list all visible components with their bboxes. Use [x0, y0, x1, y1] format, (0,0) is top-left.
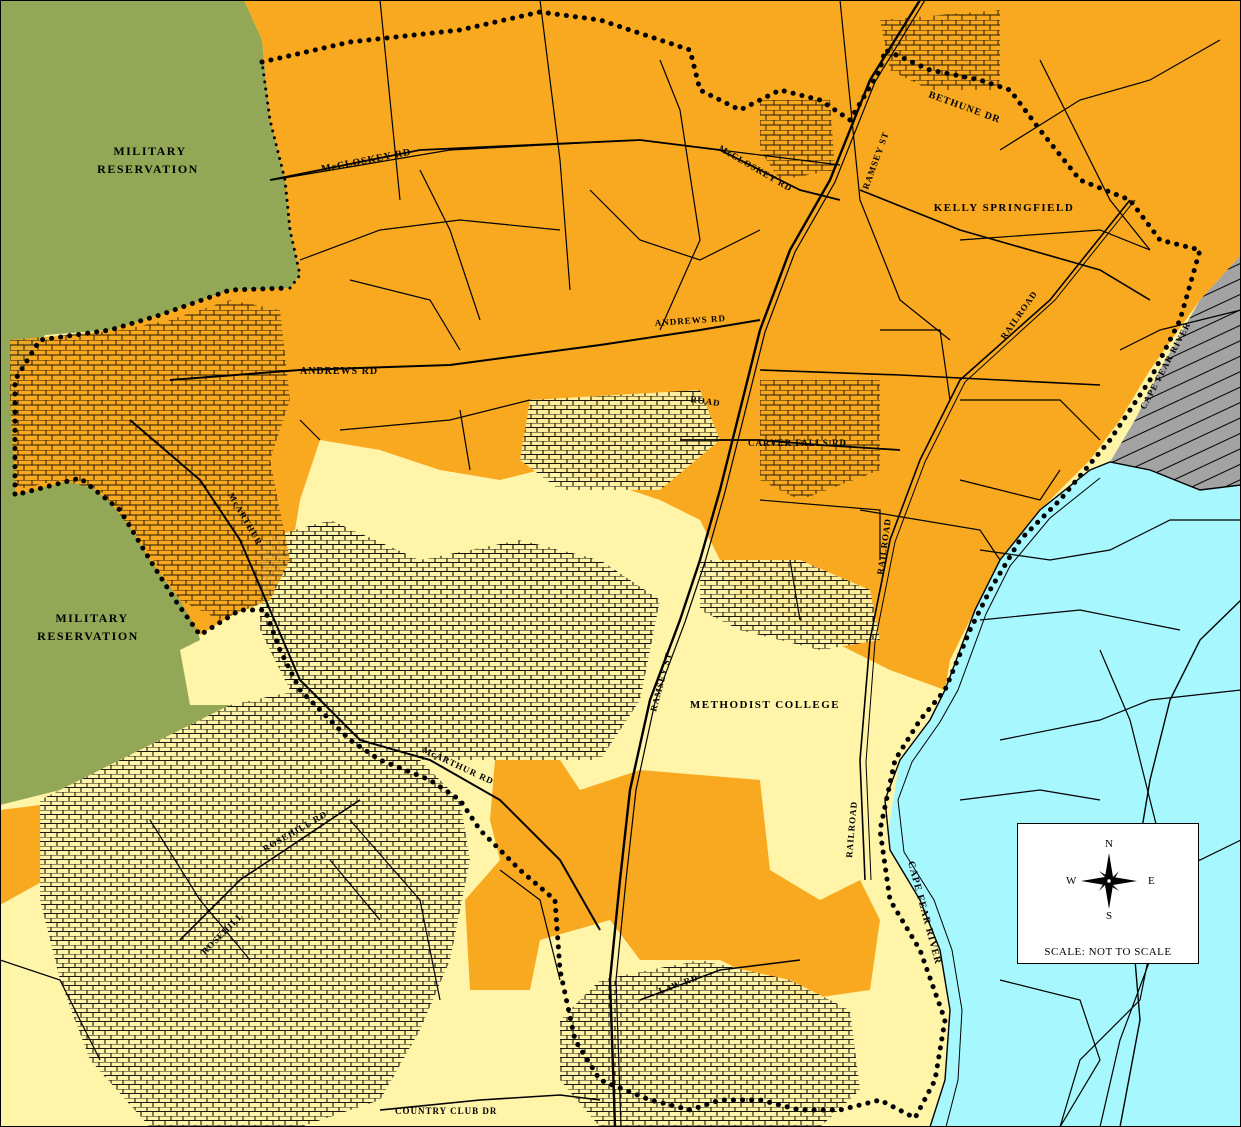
dense-parcels-northeast: [880, 10, 1000, 90]
river-road-line: [1119, 599, 1241, 1127]
compass-east: E: [1148, 875, 1155, 887]
label-country-club-dr: COUNTRY CLUB DR: [395, 1106, 497, 1116]
military-boundary-dotted: [260, 60, 302, 290]
dense-parcels-west: [10, 300, 290, 620]
cape-fear-river-outline: [884, 461, 1241, 1127]
mccloskey-rd-line: [269, 139, 841, 201]
dense-parcels-east: [700, 560, 880, 650]
military-reservation-area: [0, 0, 300, 805]
scale-note: SCALE: NOT TO SCALE: [1044, 946, 1172, 958]
industrial-area: [1110, 255, 1241, 490]
law-rd-line: [639, 959, 801, 1001]
compass-west: W: [1066, 875, 1077, 887]
label-railroad-3: RAILROAD: [844, 801, 859, 859]
dense-parcels-southwest: [40, 690, 470, 1127]
label-military-1: MILITARY: [113, 144, 186, 158]
road-network: [129, 0, 1241, 1127]
label-methodist-college: METHODIST COLLEGE: [690, 699, 840, 711]
study-area-west-edge: [0, 805, 45, 905]
label-kelly-springfield: KELLY SPRINGFIELD: [934, 202, 1075, 214]
cape-fear-river-outline-2: [897, 477, 1101, 1127]
study-area-north: [15, 0, 1241, 690]
ramsey-st-line-2: [615, 0, 926, 1127]
railroad-line: [859, 199, 1131, 881]
mcarthur-rd-line: [129, 419, 601, 931]
label-military-1b: RESERVATION: [97, 162, 199, 176]
dense-parcels-carver: [760, 380, 880, 500]
ramsey-st-line: [608, 0, 922, 1127]
study-area-south: [465, 760, 880, 1000]
label-military-2: MILITARY: [55, 611, 128, 625]
label-road: ROAD: [690, 394, 722, 408]
bethune-dr-line: [859, 189, 1151, 301]
dense-parcels-southeast: [560, 960, 860, 1127]
dense-parcels-central: [260, 520, 660, 760]
andrews-rd-line: [169, 319, 761, 381]
label-military-2b: RESERVATION: [37, 629, 139, 643]
study-area-boundary: [12, 9, 1204, 1122]
label-andrews-rd-2: ANDREWS RD: [654, 313, 726, 328]
label-carver-falls-rd: CARVER FALLS RD: [748, 438, 847, 448]
rosehill-line: [179, 799, 361, 941]
compass-south: S: [1106, 910, 1113, 922]
compass-rose-icon: [1081, 853, 1137, 909]
dense-parcels-north: [760, 100, 835, 180]
country-club-line: [379, 1094, 601, 1111]
label-andrews-rd-1: ANDREWS RD: [300, 366, 378, 377]
carver-falls-line: [680, 439, 901, 451]
andrews-rd-east-line: [759, 369, 1101, 386]
compass-legend: N S E W SCALE: NOT TO SCALE: [1017, 823, 1199, 964]
railroad-line-2: [865, 199, 1136, 881]
dense-parcels-ramsey: [520, 390, 720, 490]
compass-north: N: [1105, 838, 1113, 850]
